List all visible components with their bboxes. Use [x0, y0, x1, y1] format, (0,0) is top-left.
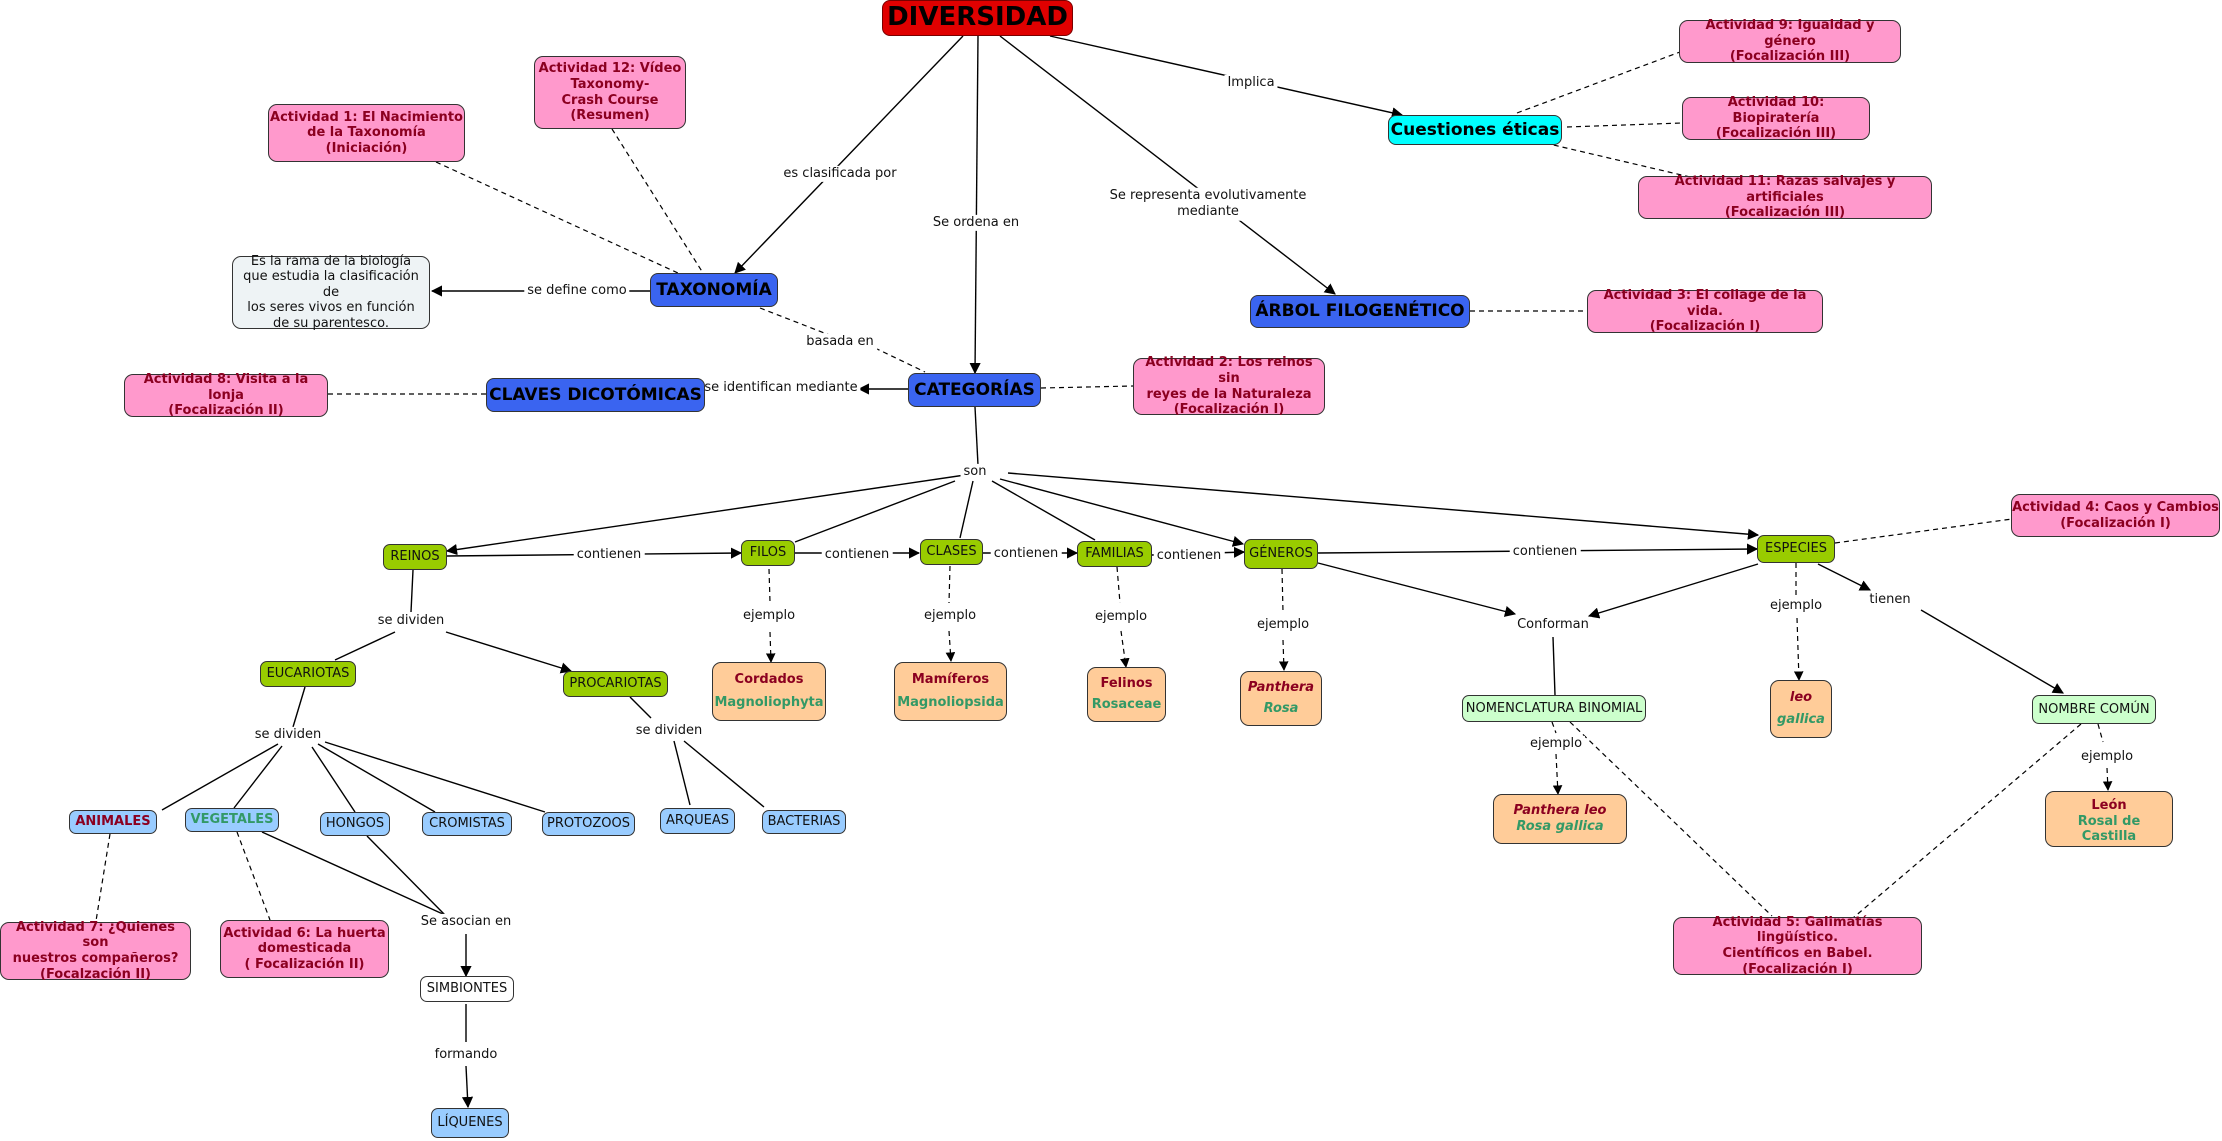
link-label-ejemplo-nombre-comun: ejemplo	[2077, 748, 2137, 766]
node-procariotas[interactable]: PROCARIOTAS	[563, 671, 668, 697]
activity-2[interactable]: Actividad 2: Los reinos sin reyes de la …	[1133, 355, 1325, 417]
example-clases-plant: Magnoliopsida	[897, 694, 1004, 710]
node-reinos[interactable]: REINOS	[383, 544, 447, 570]
node-taxonomia[interactable]: TAXONOMÍA	[650, 273, 778, 307]
node-claves-dicotomicas[interactable]: CLAVES DICOTÓMICAS	[486, 378, 705, 412]
link-label-ejemplo-nomenclatura: ejemplo	[1526, 735, 1586, 753]
link-label-ordena: Se ordena en	[929, 214, 1023, 232]
node-hongos[interactable]: HONGOS	[320, 812, 390, 836]
link-label-ejemplo-especies: ejemplo	[1766, 597, 1826, 615]
example-nomenclatura-plant: Rosa gallica	[1516, 819, 1604, 834]
node-especies[interactable]: ESPECIES	[1757, 535, 1835, 563]
example-filos[interactable]: Cordados Magnoliophyta	[712, 662, 826, 721]
activity-4[interactable]: Actividad 4: Caos y Cambios (Focalizació…	[2011, 494, 2220, 537]
link-label-ejemplo-clases: ejemplo	[920, 607, 980, 625]
link-label-formando: formando	[431, 1046, 501, 1064]
node-filos[interactable]: FILOS	[741, 540, 795, 566]
link-label-clasificada: es clasificada por	[780, 165, 900, 183]
example-nombre-comun-plant: Rosal de Castilla	[2077, 813, 2141, 845]
link-label-asocian: Se asocian en	[417, 913, 515, 931]
link-label-dividen-eucariotas: se dividen	[251, 726, 325, 744]
link-label-contienen-clases: contienen	[990, 545, 1062, 563]
node-arbol-filogenetico[interactable]: ÁRBOL FILOGENÉTICO	[1250, 295, 1470, 328]
node-familias[interactable]: FAMILIAS	[1077, 541, 1152, 567]
node-categorias[interactable]: CATEGORÍAS	[908, 373, 1041, 407]
example-generos[interactable]: Panthera Rosa	[1240, 671, 1322, 726]
link-label-define: se define como	[524, 282, 630, 300]
link-label-contienen-familias: contienen	[1153, 547, 1225, 565]
example-generos-plant: Rosa	[1263, 700, 1299, 716]
example-generos-animal: Panthera	[1247, 680, 1315, 696]
link-label-contienen-reinos: contienen	[573, 546, 645, 564]
node-vegetales[interactable]: VEGETALES	[185, 808, 279, 832]
node-diversidad[interactable]: DIVERSIDAD	[882, 0, 1073, 36]
example-clases-animal: Mamíferos	[911, 672, 990, 688]
example-especies-plant: gallica	[1777, 712, 1825, 728]
node-simbiontes[interactable]: SIMBIONTES	[420, 976, 514, 1002]
activity-12[interactable]: Actividad 12: Vídeo Taxonomy- Crash Cour…	[534, 56, 686, 129]
example-especies[interactable]: leo gallica	[1770, 680, 1832, 738]
example-familias-plant: Rosaceae	[1091, 696, 1162, 712]
link-label-dividen-procariotas: se dividen	[632, 722, 706, 740]
node-nomenclatura-binomial[interactable]: NOMENCLATURA BINOMIAL	[1462, 695, 1646, 722]
example-especies-animal: leo	[1789, 690, 1813, 706]
link-label-representa: Se representa evolutivamente mediante	[1106, 187, 1310, 221]
link-label-implica: Implica	[1224, 74, 1278, 92]
activity-11[interactable]: Actividad 11: Razas salvajes y artificia…	[1638, 174, 1932, 220]
node-eucariotas[interactable]: EUCARIOTAS	[260, 661, 356, 687]
example-filos-animal: Cordados	[734, 672, 804, 688]
example-familias[interactable]: Felinos Rosaceae	[1087, 667, 1166, 722]
activity-7[interactable]: Actividad 7: ¿Quienes son nuestros compa…	[0, 920, 191, 982]
node-animales[interactable]: ANIMALES	[69, 810, 157, 834]
link-label-ejemplo-filos: ejemplo	[739, 607, 799, 625]
activity-10[interactable]: Actividad 10: Biopiratería (Focalización…	[1682, 95, 1870, 141]
activity-3[interactable]: Actividad 3: El collage de la vida. (Foc…	[1587, 288, 1823, 334]
node-definicion-taxonomia: Es la rama de la biología que estudia la…	[232, 254, 430, 331]
link-label-son: son	[960, 463, 990, 481]
link-label-ejemplo-familias: ejemplo	[1091, 608, 1151, 626]
link-label-ejemplo-generos: ejemplo	[1253, 616, 1313, 634]
example-nombre-comun-animal: León	[2091, 798, 2127, 813]
example-nombre-comun[interactable]: León Rosal de Castilla	[2045, 791, 2173, 847]
node-protozoos[interactable]: PROTOZOOS	[542, 812, 635, 836]
link-label-tienen: tienen	[1866, 591, 1914, 609]
activity-9[interactable]: Actividad 9: Igualdad y género (Focaliza…	[1679, 18, 1901, 64]
node-cuestiones-eticas[interactable]: Cuestiones éticas	[1388, 115, 1562, 145]
link-label-dividen-reinos: se dividen	[374, 612, 448, 630]
node-arqueas[interactable]: ARQUEAS	[660, 808, 735, 834]
example-nomenclatura-animal: Panthera leo	[1513, 803, 1607, 819]
node-liquenes[interactable]: LÍQUENES	[431, 1108, 509, 1138]
node-bacterias[interactable]: BACTERIAS	[762, 810, 846, 834]
link-label-conforman: Conforman	[1514, 616, 1592, 634]
activity-8[interactable]: Actividad 8: Visita a la lonja (Focaliza…	[124, 372, 328, 418]
link-label-basada: basada en	[803, 333, 877, 351]
activity-6[interactable]: Actividad 6: La huerta domesticada ( Foc…	[220, 920, 389, 978]
example-familias-animal: Felinos	[1100, 676, 1153, 692]
node-cromistas[interactable]: CROMISTAS	[422, 812, 512, 836]
activity-1[interactable]: Actividad 1: El Nacimiento de la Taxonom…	[268, 104, 465, 162]
example-filos-plant: Magnoliophyta	[714, 694, 824, 710]
example-clases[interactable]: Mamíferos Magnoliopsida	[894, 662, 1007, 721]
node-clases[interactable]: CLASES	[920, 539, 983, 565]
link-label-identifican: se identifican mediante	[701, 379, 861, 397]
activity-5[interactable]: Actividad 5: Galimatías lingüístico. Cie…	[1673, 915, 1922, 977]
node-generos[interactable]: GÉNEROS	[1244, 539, 1318, 569]
link-label-contienen-filos: contienen	[821, 546, 893, 564]
node-nombre-comun[interactable]: NOMBRE COMÚN	[2032, 695, 2156, 724]
link-label-contienen-generos: contienen	[1509, 543, 1581, 561]
example-nomenclatura[interactable]: Panthera leo Rosa gallica	[1493, 794, 1627, 844]
